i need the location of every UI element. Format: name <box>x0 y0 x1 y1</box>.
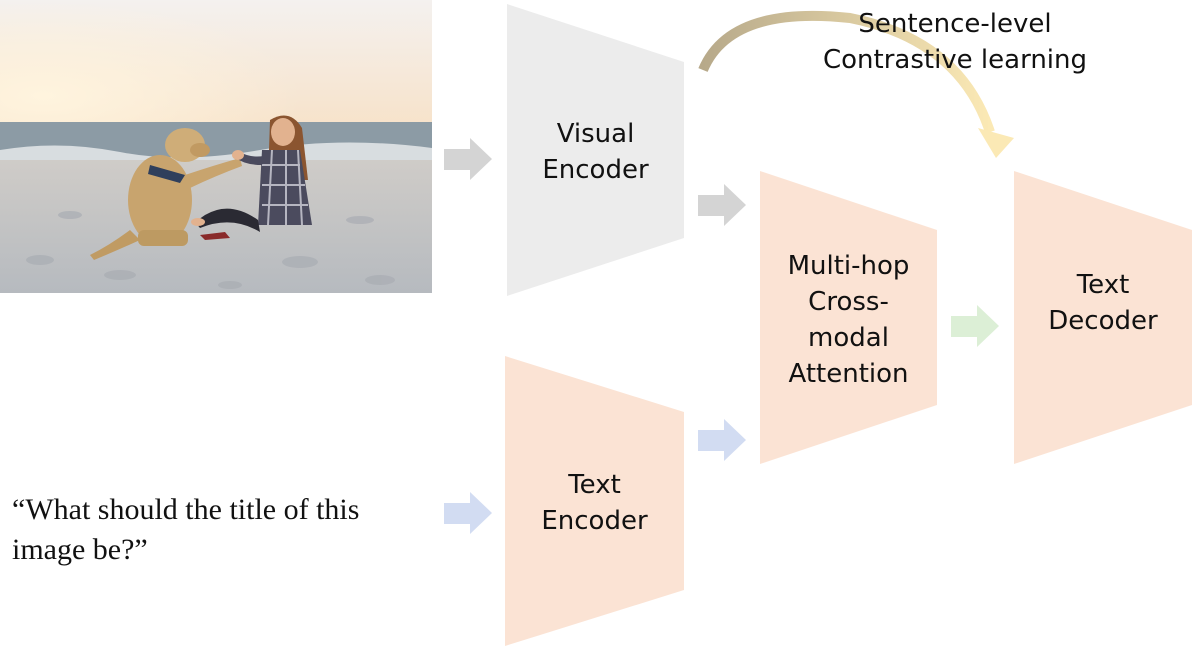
cross-modal-label-line3: modal <box>808 323 889 353</box>
contrastive-label-line1: Sentence-level <box>858 9 1052 39</box>
photo-red-item <box>200 232 230 240</box>
question-text: “What should the title of this image be?… <box>12 490 442 570</box>
cross-modal-label-line1: Multi-hop <box>787 251 910 281</box>
beach-photo <box>0 0 432 293</box>
image-to-visual-arrow <box>444 138 492 180</box>
visual-encoder-label-line2: Encoder <box>542 155 649 185</box>
photo-footprints <box>26 211 395 289</box>
question-to-text-encoder-arrow <box>444 492 492 534</box>
contrastive-curve-arrow <box>698 10 995 134</box>
visual-to-attention-arrow <box>698 184 746 226</box>
contrastive-learning-label: Sentence-level Contrastive learning <box>800 6 1110 78</box>
photo-dog <box>90 128 242 260</box>
text-decoder-label-line1: Text <box>1076 270 1130 300</box>
visual-encoder-label-line1: Visual <box>556 119 635 149</box>
cross-modal-attention-label: Multi-hop Cross- modal Attention <box>760 248 937 392</box>
question-line2: image be?” <box>12 533 148 566</box>
text-decoder-label: Text Decoder <box>1014 267 1192 339</box>
cross-modal-label-line4: Attention <box>788 359 909 389</box>
visual-encoder-block <box>507 4 684 296</box>
photo-woman <box>191 115 312 232</box>
text-encoder-block <box>505 356 684 646</box>
contrastive-label-line2: Contrastive learning <box>822 45 1088 75</box>
text-encoder-label-line2: Encoder <box>541 506 648 536</box>
text-decoder-label-line2: Decoder <box>1048 306 1158 336</box>
text-decoder-block <box>1014 171 1192 464</box>
attention-to-decoder-arrow <box>951 305 999 347</box>
text-to-attention-arrow <box>698 419 746 461</box>
cross-modal-label-line2: Cross- <box>808 287 889 317</box>
cross-modal-attention-block <box>760 171 937 464</box>
text-encoder-label-line1: Text <box>568 470 621 500</box>
visual-encoder-label: Visual Encoder <box>507 116 684 188</box>
text-encoder-label: Text Encoder <box>505 467 684 539</box>
question-line1: “What should the title of this <box>12 493 360 526</box>
contrastive-arrow-head <box>978 128 1014 158</box>
photo-sand <box>0 160 432 293</box>
